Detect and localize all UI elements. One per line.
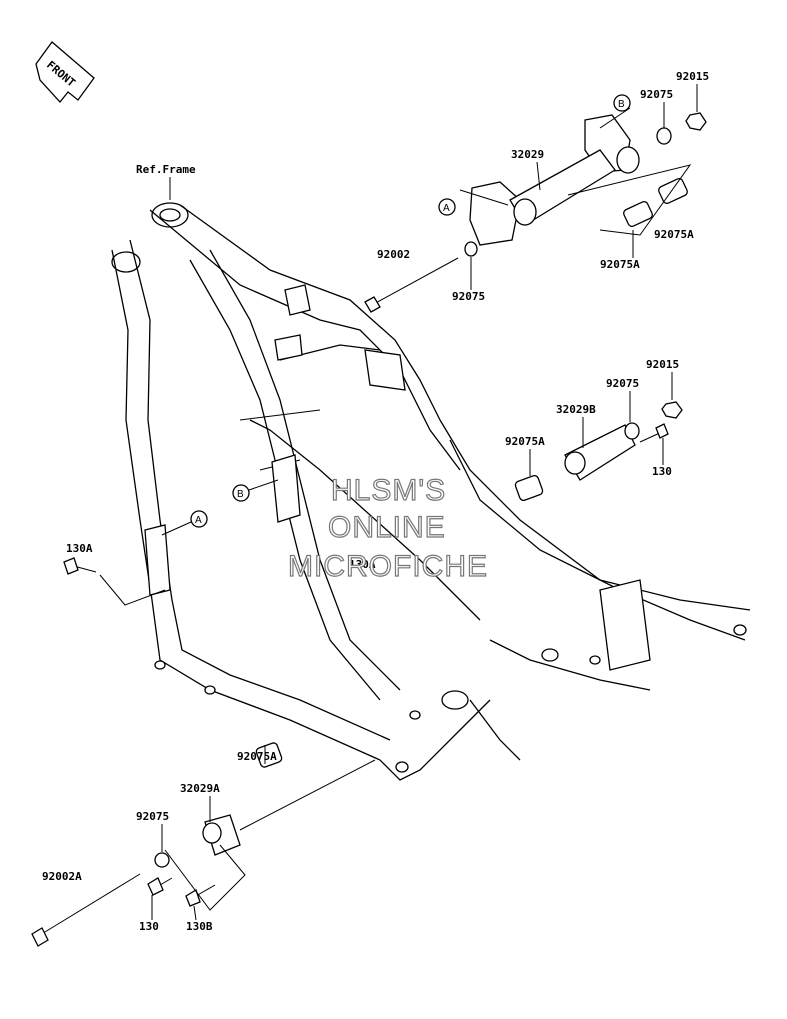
part-label-130A-left[interactable]: 130A bbox=[66, 542, 93, 555]
part-label-32029B[interactable]: 32029B bbox=[556, 403, 596, 416]
washer-92075-bottom bbox=[154, 852, 170, 868]
bushing-92075A-mid bbox=[623, 201, 653, 227]
part-label-130B[interactable]: 130B bbox=[186, 920, 213, 933]
watermark-line2: ONLINE bbox=[328, 511, 446, 544]
lower-engine-mount-assembly bbox=[31, 557, 376, 947]
watermark-line3: MICROFICHE bbox=[288, 550, 488, 583]
callout-a-frame: A bbox=[195, 515, 202, 526]
part-number-labels: 92015 92075 32029 92002 92075 92075A 920… bbox=[42, 70, 709, 933]
watermark-line1: HLSM'S bbox=[331, 474, 446, 507]
washer-92075-b bbox=[624, 422, 640, 440]
washer-92075-top bbox=[656, 127, 672, 145]
part-label-92015-top[interactable]: 92015 bbox=[676, 70, 709, 83]
front-engine-mount-assembly bbox=[364, 112, 707, 313]
part-label-92075-bottom[interactable]: 92075 bbox=[136, 810, 169, 823]
part-label-92075A-b[interactable]: 92075A bbox=[505, 435, 545, 448]
part-label-130-b[interactable]: 130 bbox=[652, 465, 672, 478]
part-label-32029A[interactable]: 32029A bbox=[180, 782, 220, 795]
motorcycle-frame bbox=[111, 202, 751, 781]
part-label-130A-center[interactable]: 130A bbox=[349, 558, 376, 571]
callout-b-top: B bbox=[618, 99, 625, 110]
part-label-92075A-right[interactable]: 92075A bbox=[654, 228, 694, 241]
bolt-92002 bbox=[371, 257, 459, 306]
part-label-92002[interactable]: 92002 bbox=[377, 248, 410, 261]
part-label-92015-b[interactable]: 92015 bbox=[646, 358, 679, 371]
part-label-92002A[interactable]: 92002A bbox=[42, 870, 82, 883]
part-label-32029[interactable]: 32029 bbox=[511, 148, 544, 161]
watermark: HLSM'S ONLINE MICROFICHE bbox=[287, 473, 488, 583]
bolt-130-bottom bbox=[159, 877, 173, 886]
nut-92015-top bbox=[685, 112, 707, 131]
ref-frame-label: Ref.Frame bbox=[136, 163, 196, 176]
part-label-92075-top[interactable]: 92075 bbox=[640, 88, 673, 101]
callout-b-frame: B bbox=[237, 489, 244, 500]
part-label-130-bottom[interactable]: 130 bbox=[139, 920, 159, 933]
part-label-92075-mid[interactable]: 92075 bbox=[452, 290, 485, 303]
part-label-92075A-bottom[interactable]: 92075A bbox=[237, 750, 277, 763]
part-label-92075-b[interactable]: 92075 bbox=[606, 377, 639, 390]
bolt-92002A bbox=[39, 873, 141, 936]
nut-92015-b bbox=[661, 401, 683, 419]
part-label-92075A-mid[interactable]: 92075A bbox=[600, 258, 640, 271]
bolt-130B bbox=[195, 884, 216, 897]
callout-markers: B A B A bbox=[161, 94, 631, 536]
washer-92075-mid bbox=[464, 241, 478, 257]
front-arrow-icon: FRONT bbox=[35, 41, 95, 104]
bushing-92075A-right bbox=[658, 178, 688, 204]
mount-bracket-a-plate bbox=[469, 181, 521, 246]
bushing-92075A-bottom bbox=[255, 742, 283, 768]
callout-a-top: A bbox=[443, 203, 450, 214]
right-engine-mount-assembly bbox=[514, 401, 683, 502]
bushing-92075A-b bbox=[514, 474, 544, 502]
